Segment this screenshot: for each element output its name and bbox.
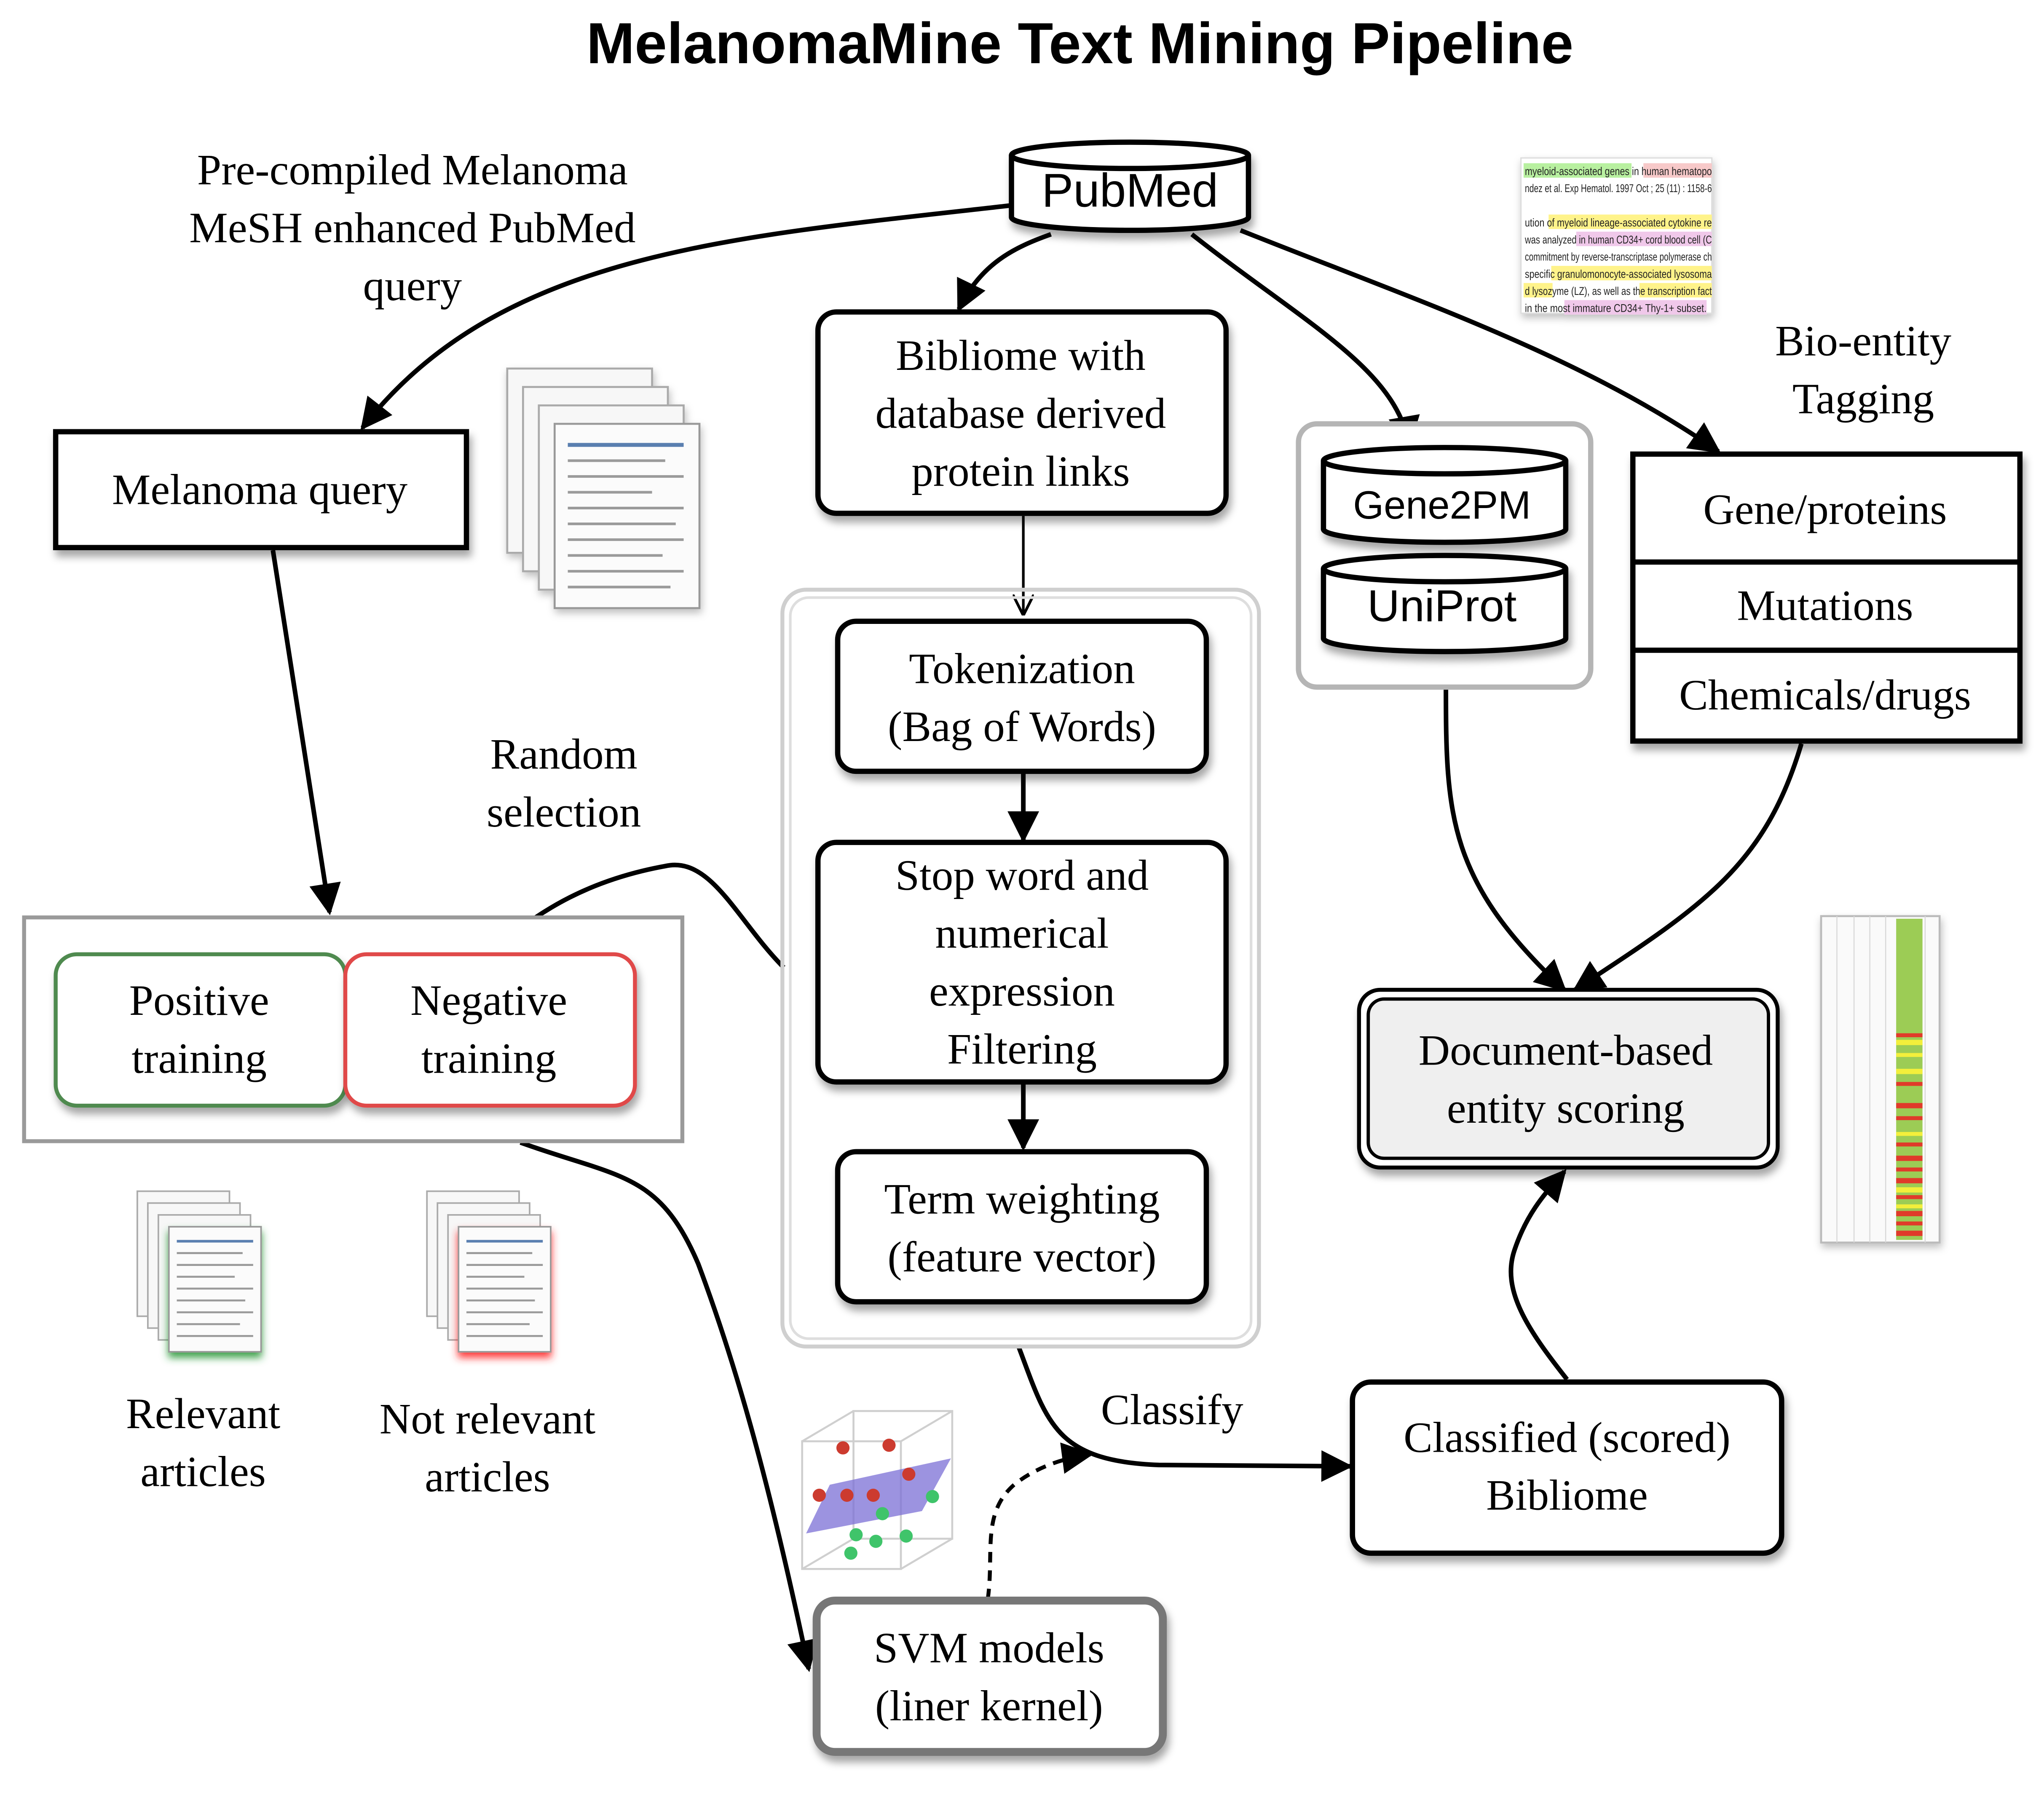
- edge-pipeline-to-classified: [1016, 1344, 1353, 1482]
- snippet-line: commitment by reverse-transcriptase poly…: [1525, 251, 1712, 263]
- stopword-line: expression: [929, 967, 1115, 1015]
- query-annotation-line: query: [363, 262, 462, 310]
- query-annotation-line: MeSH enhanced PubMed: [189, 204, 635, 252]
- gene2pm-label: Gene2PM: [1353, 483, 1531, 527]
- entity-chemicals: Chemicals/drugs: [1679, 671, 1971, 719]
- classified-bibliome-line: Bibliome: [1486, 1472, 1648, 1520]
- melanoma-query-label: Melanoma query: [112, 466, 408, 514]
- bibliome-line: database derived: [875, 389, 1166, 437]
- classified-bibliome-box[interactable]: [1350, 1379, 1784, 1556]
- edge-training-to-svm: [520, 1140, 819, 1672]
- term-weighting-line: (feature vector): [887, 1233, 1156, 1281]
- stopword-line: Filtering: [947, 1025, 1097, 1073]
- svm-hyperplane-icon: [801, 1410, 954, 1570]
- svm-models-line: SVM models: [874, 1624, 1104, 1672]
- stopword-filter-box[interactable]: [815, 840, 1229, 1085]
- svm-models-box[interactable]: [812, 1596, 1167, 1756]
- positive-training-line: Positive: [129, 977, 269, 1025]
- edge-pubmed-to-bibliome: [956, 232, 1052, 312]
- bio-entity-tagging-line: Tagging: [1792, 375, 1934, 423]
- entity-table[interactable]: [1630, 451, 2023, 744]
- page-title: MelanomaMine Text Mining Pipeline: [587, 11, 1573, 76]
- snippet-line: was analyzed in human CD34+ cord blood c…: [1524, 233, 1712, 246]
- classify-label: Classify: [1101, 1386, 1243, 1434]
- positive-training-line: training: [131, 1034, 267, 1082]
- edge-pubmed-to-gene2pm: [1190, 232, 1420, 448]
- classified-bibliome-line: Classified (scored): [1404, 1413, 1731, 1461]
- edge-query-to-training: [271, 550, 341, 915]
- uniprot-label: UniProt: [1367, 581, 1516, 631]
- negative-training-line: training: [421, 1034, 557, 1082]
- document-scoring-line: entity scoring: [1447, 1084, 1685, 1132]
- not-relevant-articles-icon: [426, 1190, 552, 1353]
- melanoma-query-box[interactable]: [53, 429, 469, 551]
- query-annotation-line: Pre-compiled Melanoma: [197, 146, 628, 194]
- relevant-articles-icon: [136, 1190, 262, 1353]
- tokenization-line: Tokenization: [909, 645, 1135, 693]
- term-weighting-box[interactable]: [835, 1149, 1209, 1305]
- relevant-articles-line: articles: [140, 1448, 266, 1496]
- bibliome-box[interactable]: [815, 309, 1229, 516]
- edge-pubmed-to-tagging: [1240, 228, 1721, 454]
- random-selection-line: selection: [487, 788, 641, 836]
- tokenization-box[interactable]: [835, 618, 1209, 774]
- stopword-line: Stop word and: [895, 851, 1149, 899]
- document-scoring-line: Document-based: [1419, 1027, 1713, 1075]
- snippet-line: ndez et al. Exp Hematol. 1997 Oct ; 25 (…: [1525, 182, 1712, 195]
- document-stack-icon: [506, 367, 701, 609]
- uniprot-database[interactable]: [1321, 553, 1569, 654]
- processing-pipeline-group: [780, 588, 1261, 1348]
- negative-training-line: Negative: [410, 977, 567, 1025]
- random-selection-line: Random: [490, 730, 638, 779]
- edge-classified-to-scoring: [1508, 1169, 1569, 1381]
- entity-mutations: Mutations: [1737, 582, 1913, 630]
- not-relevant-articles-line: Not relevant: [380, 1395, 596, 1443]
- not-relevant-articles-line: articles: [425, 1453, 550, 1501]
- pubmed-database[interactable]: [1009, 139, 1251, 233]
- random-selection-label: Random selection: [487, 730, 641, 836]
- query-annotation: Pre-compiled Melanoma MeSH enhanced PubM…: [189, 146, 635, 310]
- bibliome-line: protein links: [911, 447, 1130, 495]
- tagged-text-snippet: myeloid-associated genes in human hemato…: [1520, 157, 1713, 315]
- tokenization-line: (Bag of Words): [888, 703, 1156, 751]
- snippet-line: ution of myeloid lineage-associated cyto…: [1525, 216, 1712, 229]
- edge-svm-to-classify: [986, 1442, 1094, 1600]
- edge-pipeline-to-negative: [492, 863, 785, 969]
- edge-tagging-to-scoring: [1572, 743, 1804, 992]
- svm-models-line: (liner kernel): [875, 1682, 1103, 1730]
- bio-entity-tagging-label: Bio-entity Tagging: [1775, 317, 1952, 423]
- relevant-articles-line: Relevant: [126, 1390, 281, 1438]
- term-weighting-line: Term weighting: [884, 1175, 1160, 1223]
- entity-genes: Gene/proteins: [1703, 486, 1947, 534]
- edge-pubmed-to-query: [360, 203, 1012, 431]
- bio-entity-tagging-line: Bio-entity: [1775, 317, 1952, 365]
- edge-db-to-scoring: [1444, 688, 1567, 992]
- bibliome-line: Bibliome with: [896, 332, 1146, 380]
- snippet-line: in the most immature CD34+ Thy-1+ subset…: [1525, 302, 1706, 314]
- score-table-thumbnail: [1820, 915, 1941, 1244]
- negative-training-box[interactable]: [343, 952, 637, 1108]
- gene2pm-database[interactable]: [1321, 445, 1569, 545]
- pubmed-label: PubMed: [1042, 164, 1218, 217]
- snippet-line: d lysozyme (LZ), as well as the transcri…: [1525, 285, 1712, 297]
- snippet-line: specific granulomonocyte-associated lyso…: [1525, 268, 1712, 280]
- stopword-line: numerical: [935, 910, 1109, 958]
- snippet-line: myeloid-associated genes in human hemato…: [1525, 165, 1712, 178]
